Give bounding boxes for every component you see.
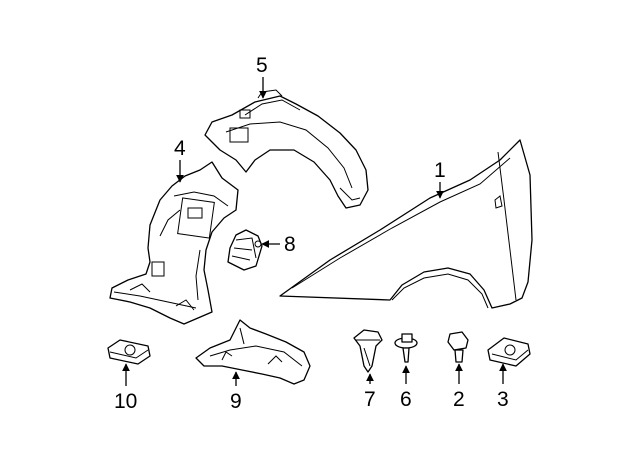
callout-10: 10 [114,390,137,413]
part-2-bolt[interactable] [447,331,469,363]
part-4-front-wheel-liner[interactable] [109,161,239,325]
leader-lines [122,77,507,386]
callout-3: 3 [497,388,509,411]
callout-7: 7 [364,388,376,411]
callout-4: 4 [174,137,186,160]
part-5-upper-wheel-liner[interactable] [204,89,369,209]
callout-6: 6 [400,388,412,411]
callout-2: 2 [453,388,465,411]
part-3-clip-nut[interactable] [487,337,531,367]
callout-9: 9 [230,390,242,413]
part-1-fender[interactable] [279,139,533,309]
part-10-clip-nut[interactable] [107,339,151,365]
part-6-screw[interactable] [394,333,418,363]
callout-8: 8 [284,233,296,256]
callout-labels: 1 2 3 4 5 6 7 8 9 10 [114,54,509,413]
part-8-bracket[interactable] [227,229,263,271]
callout-1: 1 [434,159,446,182]
callout-5: 5 [256,54,268,77]
part-7-push-rivet[interactable] [353,329,383,373]
part-9-splash-shield[interactable] [195,319,311,385]
